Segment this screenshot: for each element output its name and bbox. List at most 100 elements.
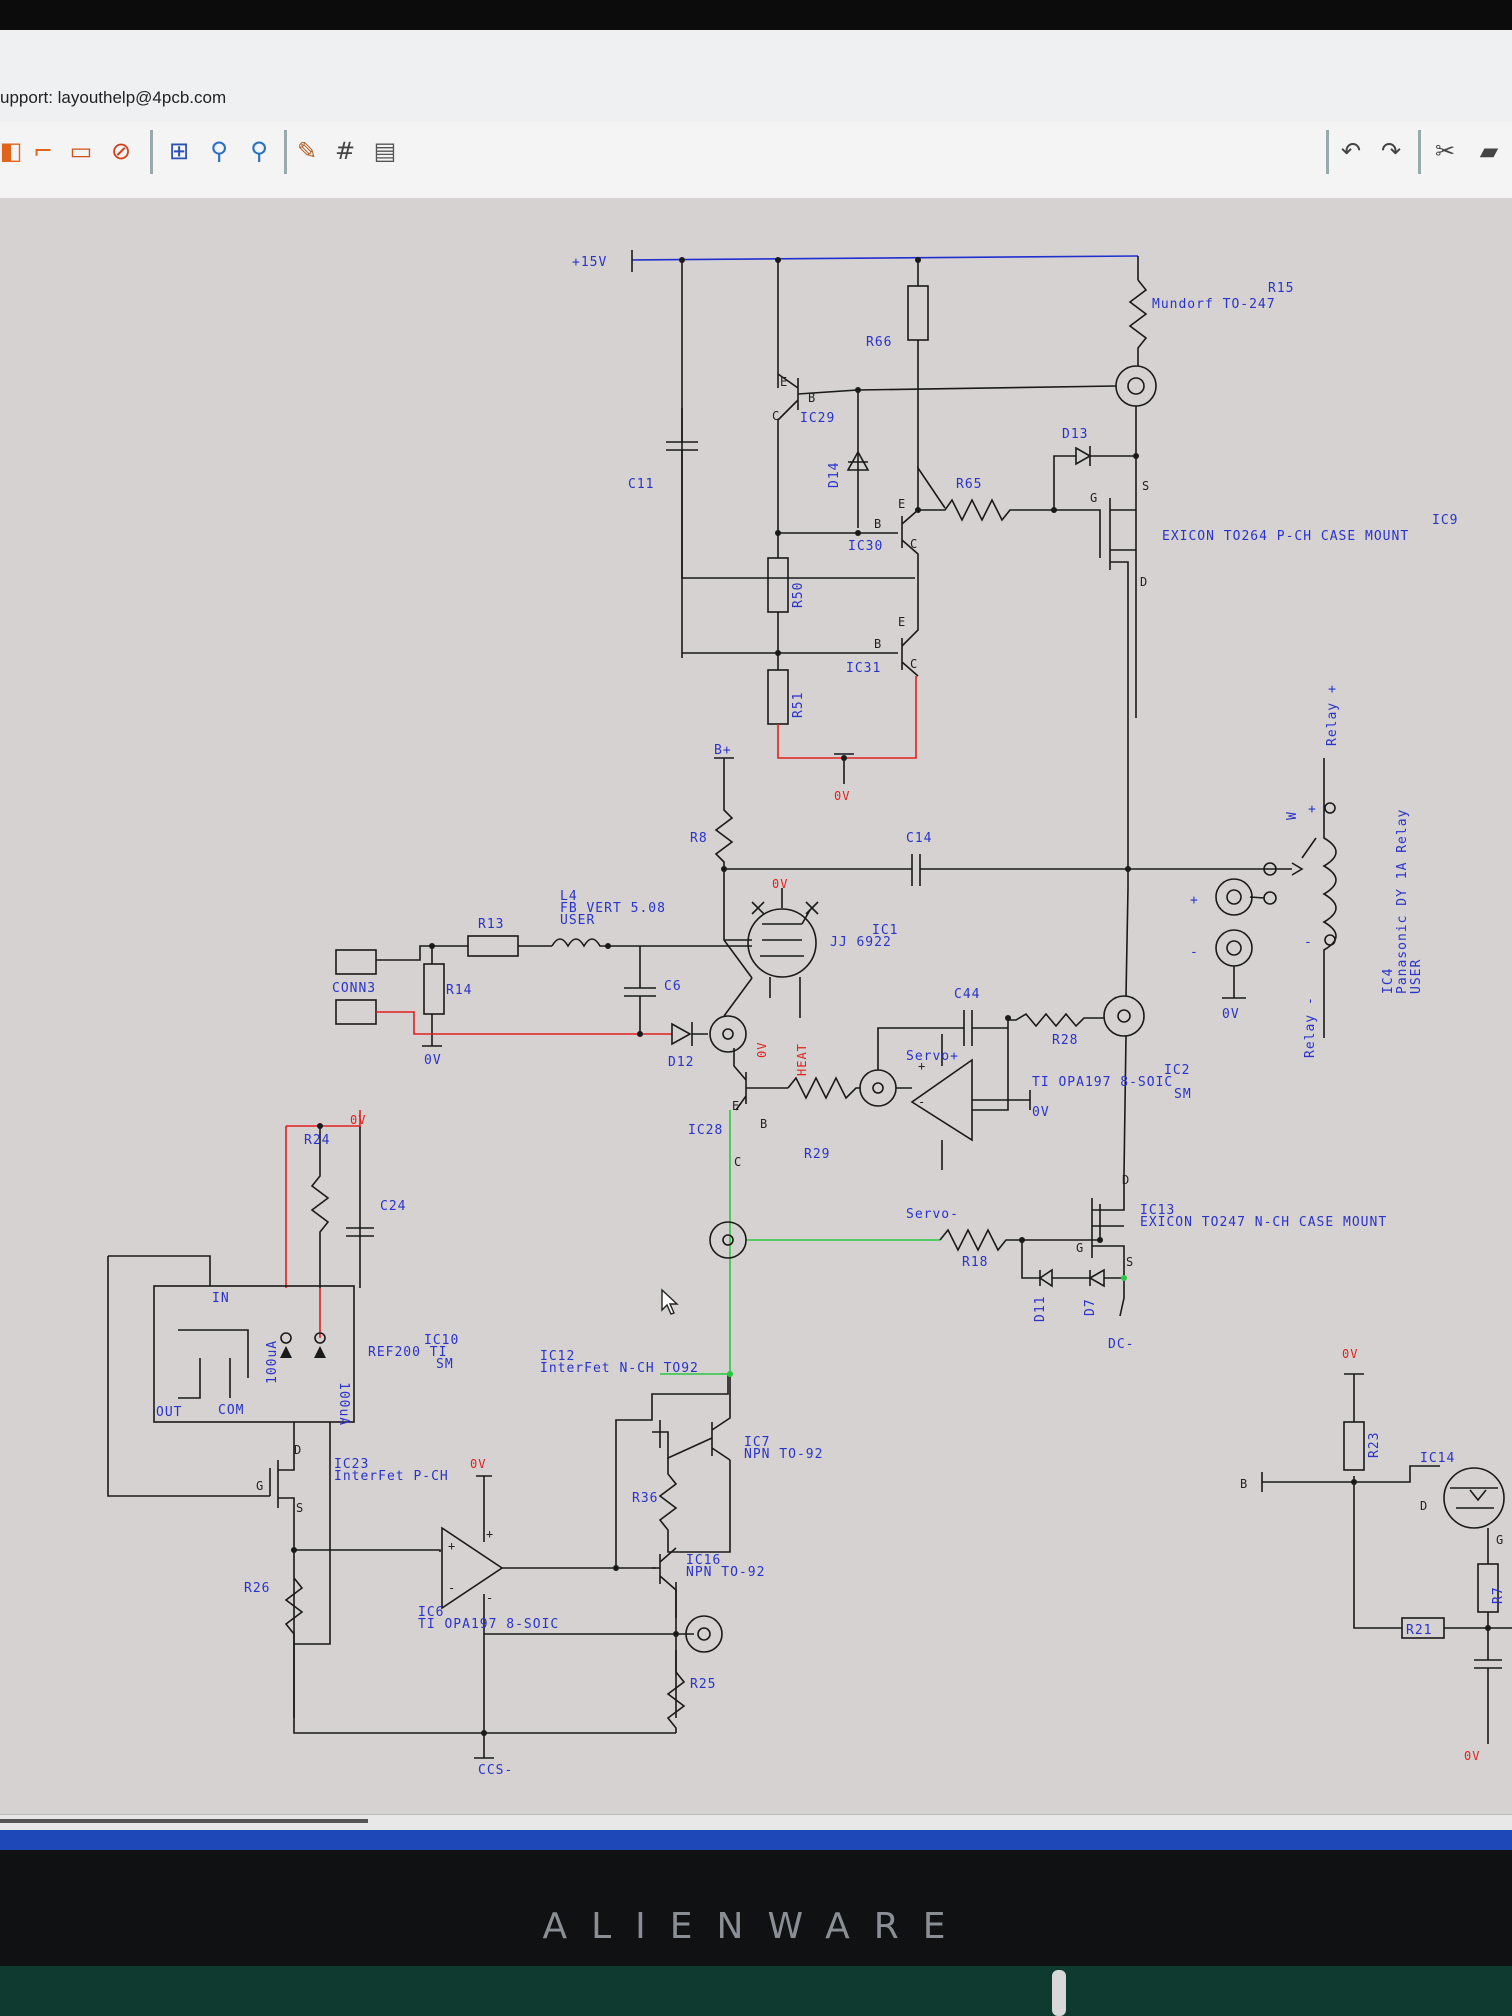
- output-minus-hole: [1226, 940, 1242, 956]
- document-tool-icon[interactable]: ⌐: [32, 137, 54, 165]
- ic13-pin-d: D: [1122, 1173, 1129, 1187]
- c6-label: C6: [664, 979, 682, 994]
- toolbar-separator: [284, 130, 287, 174]
- junction-21: [291, 1547, 297, 1553]
- ic16-desc: NPN TO-92: [686, 1565, 765, 1580]
- ic23-pin-g: G: [256, 1479, 263, 1493]
- ic1-tube: [747, 908, 817, 978]
- schematic-drawing: +15V R66 R15 Mundorf TO-247 IC29 E B C C…: [107, 250, 1512, 1778]
- cut-icon[interactable]: ✂: [1434, 137, 1456, 165]
- ic4-desc2: USER: [1409, 959, 1424, 994]
- ic1-label: IC1: [872, 923, 898, 938]
- ic2-desc2: SM: [1174, 1087, 1192, 1102]
- schematic-canvas[interactable]: +15V R66 R15 Mundorf TO-247 IC29 E B C C…: [0, 198, 1512, 1808]
- d12-diode: [671, 1022, 708, 1046]
- zoom-in-icon[interactable]: ⚲: [210, 137, 228, 165]
- toolbar-separator: [1326, 130, 1329, 174]
- r29-resistor: [787, 1076, 860, 1100]
- zero-v-label-r24: 0V: [350, 1113, 366, 1127]
- junction-3: [915, 257, 921, 263]
- l4-label: L4: [560, 889, 578, 904]
- junction-10: [1133, 453, 1139, 459]
- r13-resistor: [467, 935, 519, 957]
- ic2-supply-wires: [941, 1034, 1031, 1170]
- d12-mount-hole: [722, 1028, 734, 1040]
- ic14-pin-g: G: [1496, 1533, 1503, 1547]
- relay-contact-1: [1263, 862, 1277, 876]
- zero-v-label-ic6: 0V: [470, 1457, 486, 1471]
- ic6-opamp: [441, 1526, 504, 1610]
- d14-label: D14: [827, 462, 842, 488]
- d11-label: D11: [1033, 1296, 1048, 1322]
- junction-2: [775, 257, 781, 263]
- r18-label: R18: [962, 1255, 988, 1270]
- r65-resistor: [918, 498, 1054, 522]
- ic13-mosfet: [1091, 1174, 1125, 1317]
- r14-label: R14: [446, 983, 472, 998]
- junction-12: [721, 866, 727, 872]
- ic23-label: IC23: [334, 1457, 369, 1472]
- ic9-pin-s: S: [1142, 479, 1149, 493]
- junction-22: [613, 1565, 619, 1571]
- ic30-transistor: [778, 509, 919, 578]
- ic6-desc: TI OPA197 8-SOIC: [418, 1617, 559, 1632]
- ic14-device: [1450, 1487, 1498, 1509]
- ic30-pin-b: B: [874, 517, 881, 531]
- undo-icon[interactable]: ↶: [1340, 137, 1362, 165]
- ic31-pin-c: C: [910, 657, 917, 671]
- dc-minus-label: DC-: [1108, 1337, 1134, 1352]
- r14-resistor: [423, 963, 445, 1015]
- output-plus-sign: +: [1190, 893, 1199, 908]
- component-tool-icon[interactable]: ◧: [0, 137, 23, 165]
- relay-pin-w: W: [1285, 811, 1300, 820]
- ic9-mosfet: [1054, 456, 1137, 718]
- l4-desc1: FB VERT 5.08: [560, 901, 666, 916]
- ccs-mount-ring: [709, 1221, 747, 1259]
- properties-icon[interactable]: ▤: [373, 137, 397, 165]
- d12-label: D12: [668, 1055, 694, 1070]
- rectangle-tool-icon[interactable]: ▭: [69, 137, 93, 165]
- ic30-label: IC30: [848, 539, 883, 554]
- l4-inductor: [551, 938, 608, 948]
- ccs-minus-label: CCS-: [478, 1763, 513, 1778]
- c14-label: C14: [906, 831, 932, 846]
- redo-icon[interactable]: ↷: [1380, 137, 1402, 165]
- zero-v-label-output: 0V: [1222, 1007, 1240, 1022]
- ic23-jfet: [269, 1422, 295, 1718]
- d7-label: D7: [1083, 1298, 1098, 1316]
- paste-icon[interactable]: ▰: [1479, 137, 1499, 165]
- ic31-pin-e: E: [898, 615, 905, 629]
- junction-11: [841, 755, 847, 761]
- junction-23: [673, 1631, 679, 1637]
- plus15-rail: [631, 255, 1139, 261]
- fit-view-icon[interactable]: ⊞: [168, 137, 190, 165]
- zero-v-label-1: 0V: [834, 789, 850, 803]
- r36-label: R36: [632, 1491, 658, 1506]
- ic9-desc: EXICON TO264 P-CH CASE MOUNT: [1162, 529, 1409, 544]
- ic10-source-a: [280, 1332, 292, 1344]
- grid-icon[interactable]: #: [334, 137, 356, 165]
- ic12-ic7: [615, 1374, 731, 1568]
- conn3-label: CONN3: [332, 981, 376, 996]
- r21-resistor: [1401, 1617, 1445, 1639]
- d11-d7-diodes: [1021, 1240, 1124, 1288]
- ic1-desc: JJ 6922: [830, 935, 892, 950]
- zero-v-label-ic1: 0V: [772, 877, 788, 891]
- ic1-electrodes: [724, 888, 811, 1018]
- zero-v-label-ic2: 0V: [1032, 1105, 1050, 1120]
- b-plus-label: B+: [714, 743, 732, 758]
- relay-plus-sign: +: [1308, 802, 1317, 817]
- scrollbar-thumb[interactable]: [0, 1819, 368, 1823]
- r28-label: R28: [1052, 1033, 1078, 1048]
- ic30-emitter-wire: [917, 465, 946, 510]
- ic31-pin-b: B: [874, 637, 881, 651]
- palette-icon[interactable]: ✎: [296, 137, 318, 165]
- b-input-label: B: [1240, 1477, 1247, 1491]
- zoom-out-icon[interactable]: ⚲: [250, 137, 268, 165]
- ic13-pin-g: G: [1076, 1241, 1083, 1255]
- no-entry-icon[interactable]: ⊘: [110, 137, 132, 165]
- junction-green: [727, 1371, 733, 1377]
- relay-pin-minus: [1324, 934, 1336, 946]
- zero-v-label-r7: 0V: [1464, 1749, 1480, 1763]
- c6-capacitor: [624, 946, 656, 1034]
